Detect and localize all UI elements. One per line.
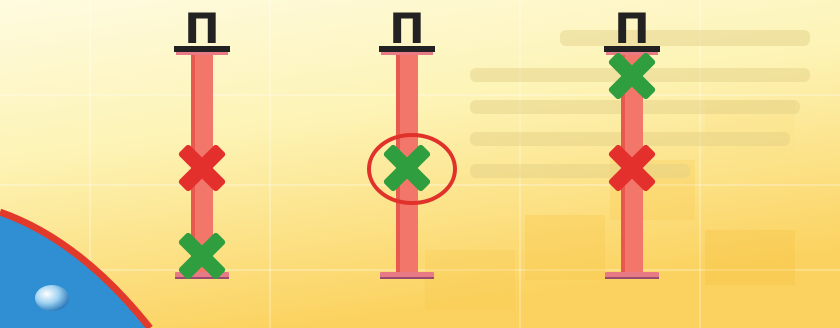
top-cap — [174, 46, 230, 52]
bottom-plate-edge — [175, 277, 229, 279]
top-cap-edge — [606, 52, 658, 55]
top-symbol: П — [614, 4, 649, 53]
bottom-plate-edge — [380, 277, 434, 279]
top-symbol: П — [184, 4, 219, 53]
bottom-plate-edge — [605, 277, 659, 279]
top-cap-edge — [176, 52, 228, 55]
top-symbol: П — [389, 4, 424, 53]
water-drop-icon — [35, 285, 69, 311]
top-cap-edge — [381, 52, 433, 55]
top-cap — [604, 46, 660, 52]
top-cap — [379, 46, 435, 52]
